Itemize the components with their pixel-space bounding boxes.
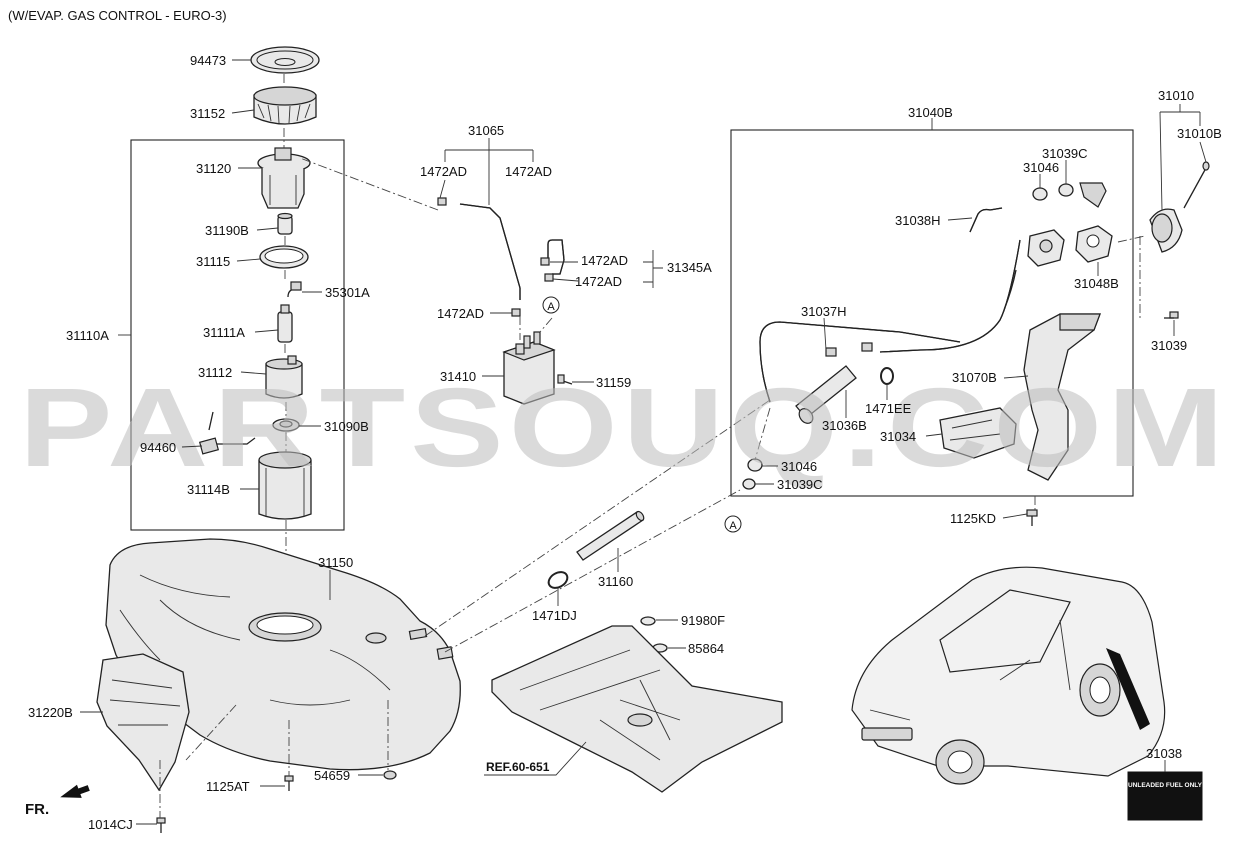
- part-1125AT-bolt[interactable]: [284, 775, 294, 791]
- label-31046-b[interactable]: 31046: [781, 459, 817, 474]
- label-54659[interactable]: 54659: [314, 768, 350, 783]
- part-1014CJ-bolt[interactable]: [156, 817, 166, 833]
- part-31039C-clamp-top[interactable]: [1058, 182, 1107, 208]
- vehicle-illustration: [851, 566, 1166, 785]
- label-94473[interactable]: 94473: [190, 53, 226, 68]
- label-1472AD-b[interactable]: 1472AD: [505, 164, 552, 179]
- label-31112[interactable]: 31112: [198, 365, 232, 380]
- part-31037H-vent-hose[interactable]: [759, 321, 961, 403]
- label-31010[interactable]: 31010: [1158, 88, 1194, 103]
- part-31039-bolt[interactable]: [1164, 311, 1179, 319]
- part-31040B-filler-neck[interactable]: [879, 229, 1065, 353]
- label-31046-a[interactable]: 31046: [1023, 160, 1059, 175]
- front-marker: FR.: [25, 801, 49, 818]
- label-1125AT[interactable]: 1125AT: [206, 779, 250, 794]
- label-31039C-b[interactable]: 31039C: [777, 477, 823, 492]
- part-31010-fuel-door[interactable]: [1149, 161, 1210, 253]
- svg-text:A: A: [547, 301, 555, 313]
- label-31070B[interactable]: 31070B: [952, 370, 997, 385]
- label-31036B[interactable]: 31036B: [822, 418, 867, 433]
- label-31150[interactable]: 31150: [318, 555, 353, 570]
- svg-text:UNLEADED FUEL ONLY: UNLEADED FUEL ONLY: [1128, 782, 1203, 789]
- part-31160-pipe[interactable]: [576, 510, 645, 561]
- part-35301A-sender[interactable]: [287, 281, 302, 298]
- part-54659-plug[interactable]: [383, 770, 397, 780]
- label-31039C-a[interactable]: 31039C: [1042, 146, 1088, 161]
- part-31038H-hose[interactable]: [969, 207, 1003, 233]
- label-91980F[interactable]: 91980F: [681, 613, 725, 628]
- callouts: 94473 31152 31120 31190B 31115 35301A 31…: [28, 53, 1222, 832]
- label-31152[interactable]: 31152: [190, 106, 225, 121]
- part-31112-regulator[interactable]: [265, 355, 303, 399]
- part-31115-gasket[interactable]: [259, 245, 309, 269]
- part-31114B-reservoir[interactable]: [258, 451, 312, 520]
- label-31048B[interactable]: 31048B: [1074, 276, 1119, 291]
- part-31038-warning-label[interactable]: UNLEADED FUEL ONLY: [1127, 771, 1203, 821]
- diagram-title: (W/EVAP. GAS CONTROL - EURO-3): [8, 8, 227, 23]
- part-1471DJ-clamp[interactable]: [546, 569, 570, 591]
- part-31036B-hose[interactable]: [795, 365, 857, 426]
- label-31345A[interactable]: 31345A: [667, 260, 712, 275]
- label-31039[interactable]: 31039: [1151, 338, 1187, 353]
- part-31048B-gasket[interactable]: [1075, 225, 1113, 263]
- label-31034[interactable]: 31034: [880, 429, 916, 444]
- circle-marker-a-bottom: A: [724, 515, 742, 533]
- part-31220B-heat-protector[interactable]: [96, 653, 190, 792]
- part-31111A-pump-motor[interactable]: [277, 304, 293, 343]
- label-31115[interactable]: 31115: [196, 254, 230, 269]
- part-1125KD-bolt[interactable]: [1026, 509, 1038, 526]
- svg-text:A: A: [729, 520, 737, 532]
- part-31345A-vapor-hose[interactable]: [547, 239, 565, 275]
- label-1471DJ[interactable]: 1471DJ: [532, 608, 577, 623]
- label-1472AD-e[interactable]: 1472AD: [437, 306, 484, 321]
- part-91980F-plug[interactable]: [640, 616, 656, 626]
- part-31159-bolt[interactable]: [557, 374, 573, 385]
- label-35301A[interactable]: 35301A: [325, 285, 370, 300]
- label-31038[interactable]: 31038: [1146, 746, 1182, 761]
- label-94460[interactable]: 94460: [140, 440, 176, 455]
- label-31010B[interactable]: 31010B: [1177, 126, 1222, 141]
- part-31046-collar-top[interactable]: [1032, 187, 1048, 201]
- label-31220B[interactable]: 31220B: [28, 705, 73, 720]
- part-31152-lock-ring[interactable]: [253, 86, 317, 125]
- label-31159[interactable]: 31159: [596, 375, 631, 390]
- label-31038H[interactable]: 31038H: [895, 213, 941, 228]
- part-31150-fuel-tank[interactable]: [105, 538, 461, 771]
- part-31120-pump-flange[interactable]: [257, 147, 311, 209]
- label-31111A[interactable]: 31111A: [203, 325, 245, 340]
- part-1472AD-clips[interactable]: [437, 197, 554, 317]
- label-1014CJ[interactable]: 1014CJ: [88, 817, 133, 832]
- label-31110A[interactable]: 31110A: [66, 328, 109, 343]
- label-31065[interactable]: 31065: [468, 123, 504, 138]
- label-31037H[interactable]: 31037H: [801, 304, 847, 319]
- part-31034-bracket[interactable]: [939, 407, 1017, 459]
- label-85864[interactable]: 85864: [688, 641, 724, 656]
- label-1472AD-a[interactable]: 1472AD: [420, 164, 467, 179]
- floor-panel-ref[interactable]: [491, 625, 783, 793]
- part-31190B-filter[interactable]: [277, 212, 293, 235]
- label-31410[interactable]: 31410: [440, 369, 476, 384]
- label-1472AD-c[interactable]: 1472AD: [581, 253, 628, 268]
- label-31090B[interactable]: 31090B: [324, 419, 369, 434]
- part-94473-gasket[interactable]: [250, 46, 320, 74]
- label-31040B[interactable]: 31040B: [908, 105, 953, 120]
- part-31065-vapor-hose[interactable]: [459, 203, 521, 300]
- part-31070B-filler-pipe[interactable]: [1023, 313, 1101, 481]
- front-direction-arrow: [60, 784, 90, 798]
- label-31120[interactable]: 31120: [196, 161, 231, 176]
- label-31190B[interactable]: 31190B: [205, 223, 249, 238]
- label-1471EE[interactable]: 1471EE: [865, 401, 912, 416]
- label-31160[interactable]: 31160: [598, 574, 633, 589]
- label-31114B[interactable]: 31114B: [187, 482, 230, 497]
- circle-marker-a-top: A: [542, 296, 560, 314]
- watermark: PARTSOUQ.COM: [19, 365, 1229, 490]
- label-1125KD[interactable]: 1125KD: [950, 511, 996, 526]
- part-31410-canister[interactable]: [502, 331, 556, 405]
- label-1472AD-d[interactable]: 1472AD: [575, 274, 622, 289]
- ref-label[interactable]: REF.60-651: [486, 760, 550, 774]
- part-31090B-seal[interactable]: [272, 418, 300, 432]
- part-94460-sensor[interactable]: [198, 411, 256, 455]
